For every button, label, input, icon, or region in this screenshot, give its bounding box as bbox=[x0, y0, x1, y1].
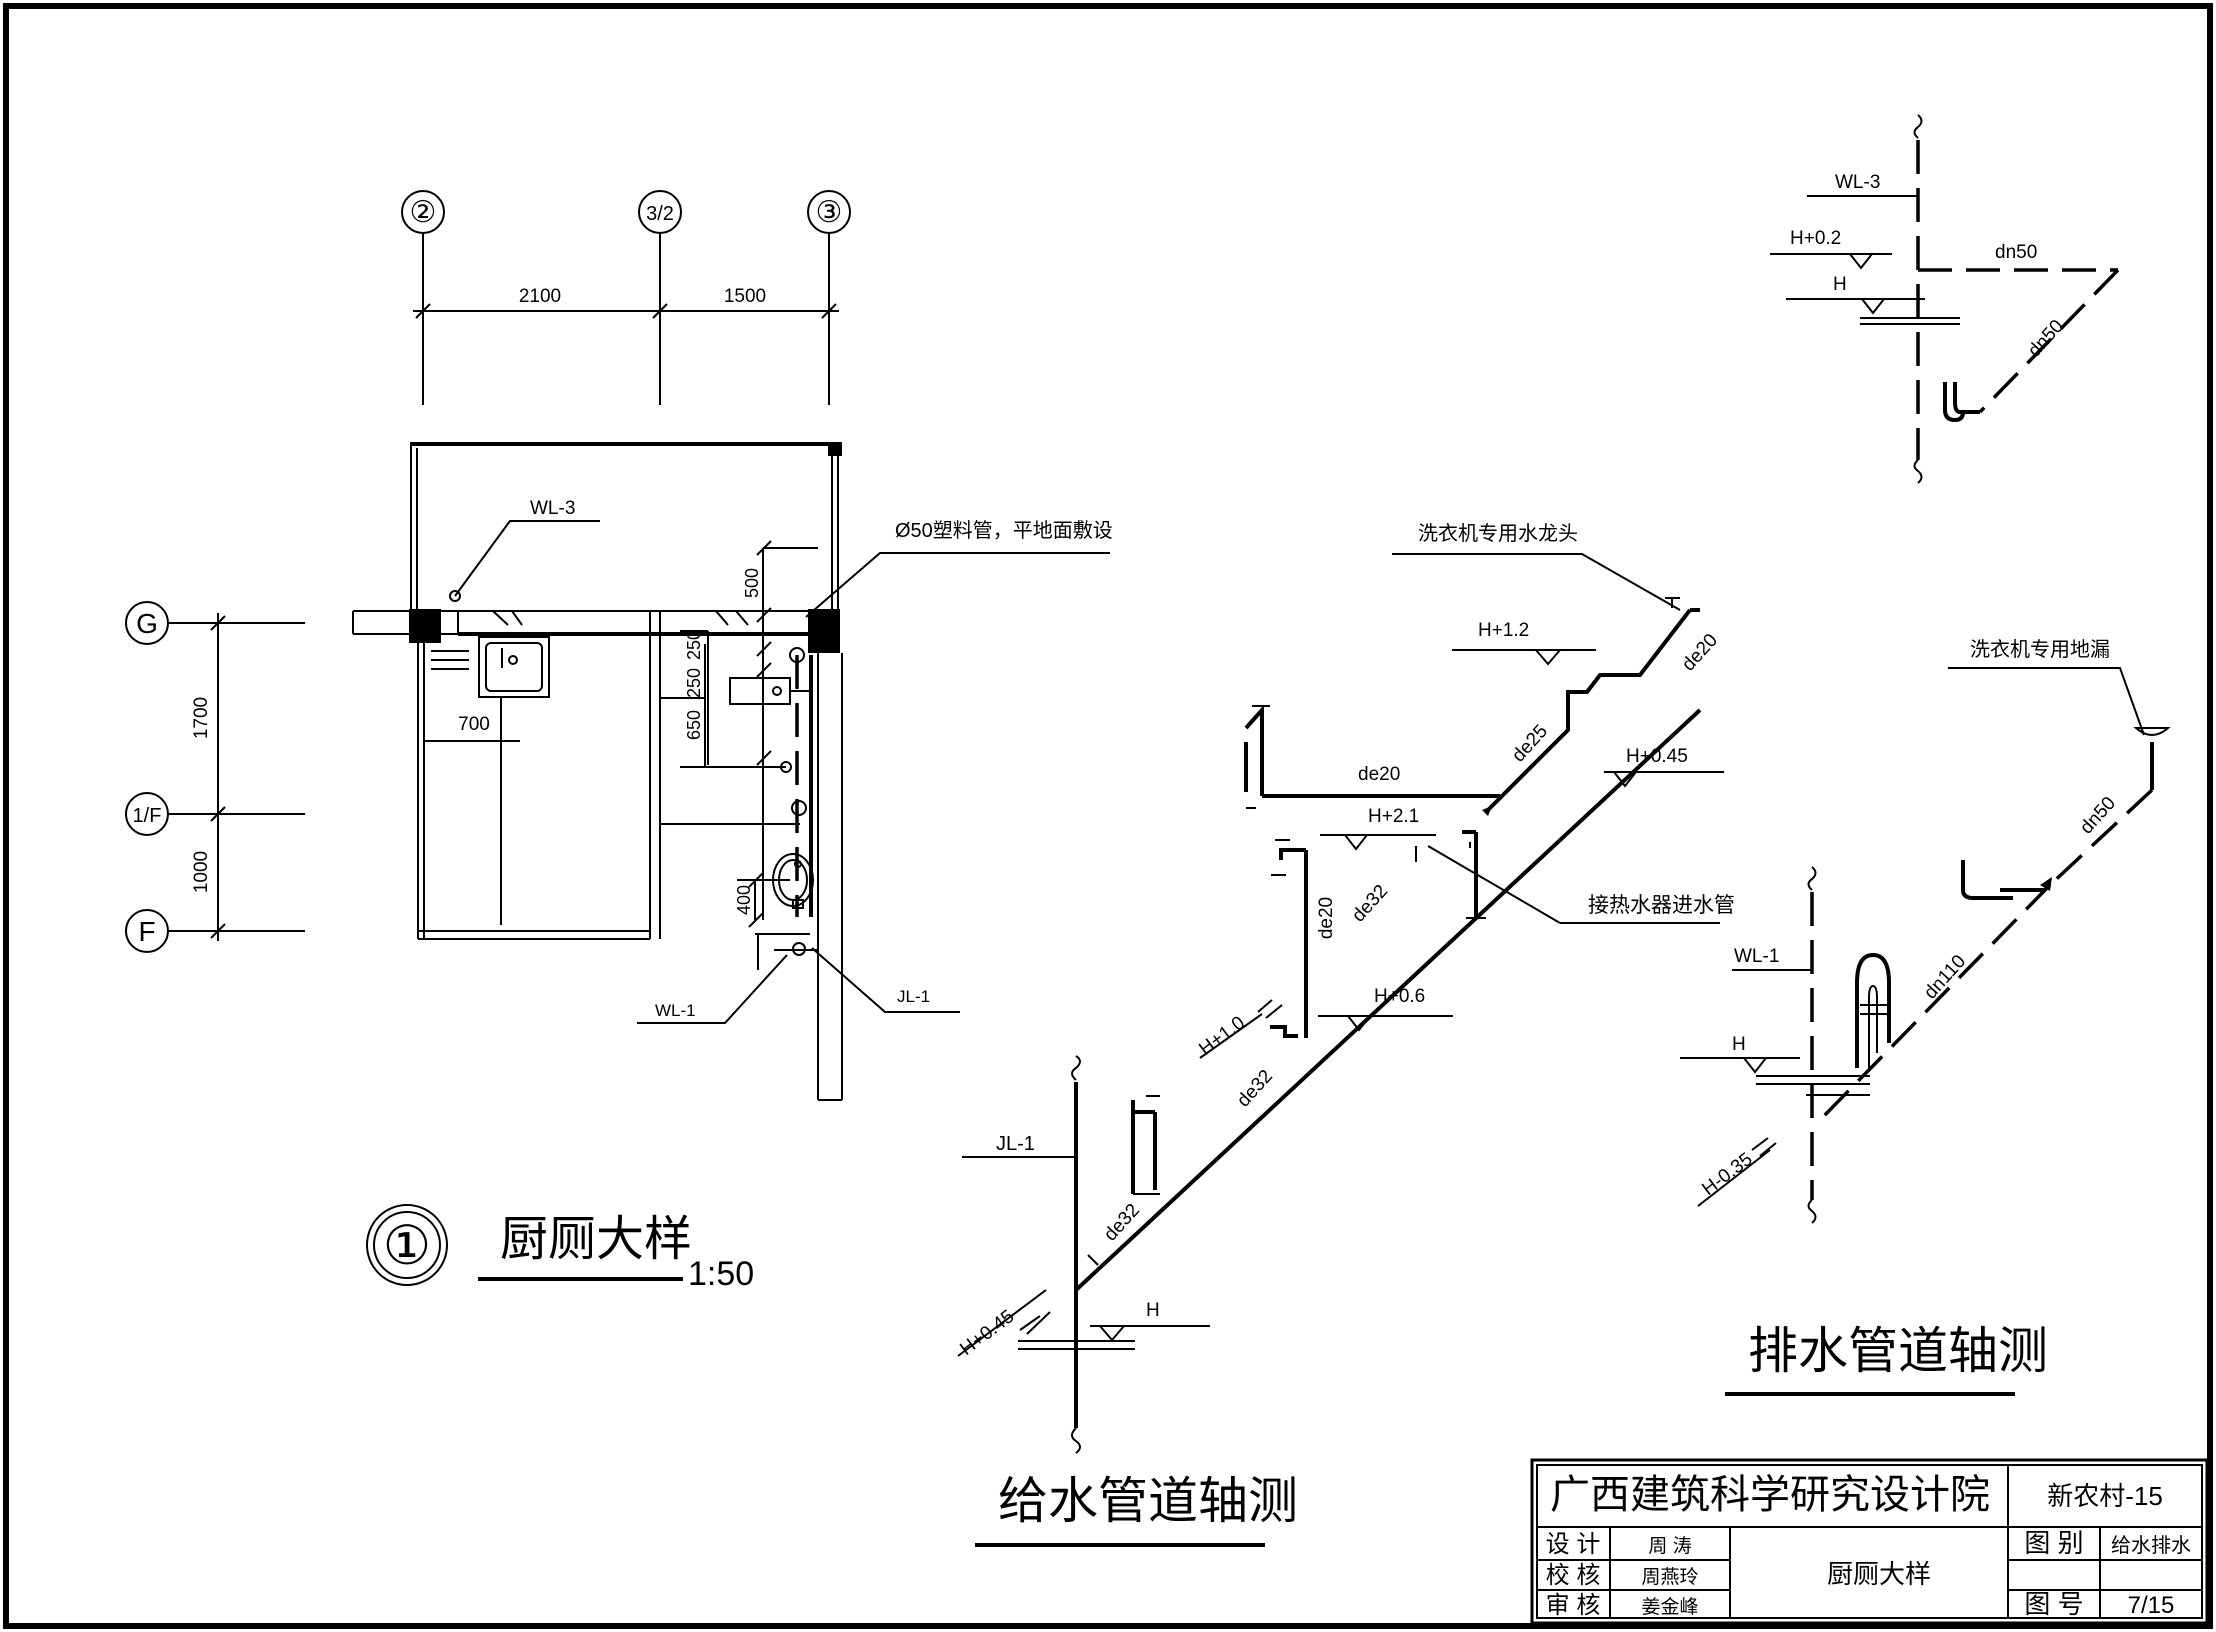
title-drawing-name: 厨厕大样 bbox=[1827, 1559, 1931, 1589]
sheet-border bbox=[3, 3, 2213, 1629]
drain-dn50-horizontal: dn50 bbox=[1995, 242, 2037, 263]
axis-bubble-3-2: 3/2 bbox=[646, 203, 674, 225]
title-project: 新农村-15 bbox=[2047, 1481, 2163, 1511]
supply-de32-low: de32 bbox=[1100, 1200, 1144, 1245]
drain-dn50-lower: dn50 bbox=[2076, 793, 2120, 838]
title-role-approve: 审 核 bbox=[1546, 1592, 1601, 1619]
supply-de32-upper: de32 bbox=[1348, 881, 1392, 926]
supply-de25: de25 bbox=[1508, 721, 1552, 766]
dim-650: 650 bbox=[684, 710, 704, 740]
dim-700: 700 bbox=[458, 714, 490, 735]
title-no-value: 7/15 bbox=[2128, 1592, 2175, 1619]
detail-number: ① bbox=[383, 1214, 431, 1277]
axis-bubble-g: G bbox=[136, 608, 158, 639]
drain-label-wl3: WL-3 bbox=[1835, 172, 1880, 193]
detail-title: 厨厕大样 bbox=[500, 1211, 692, 1267]
dim-500: 500 bbox=[742, 568, 762, 598]
kitchen-toilet-plan: ② 3/2 ③ 2100 1500 G 1/F F 1700 1000 bbox=[125, 190, 1113, 1293]
drain-floor-drain-label: 洗衣机专用地漏 bbox=[1970, 638, 2110, 661]
supply-de32-mid: de32 bbox=[1233, 1066, 1277, 1111]
dim-250b: 250 bbox=[684, 668, 704, 698]
supply-level-h12: H+1.2 bbox=[1478, 620, 1529, 641]
title-no-label: 图 号 bbox=[2024, 1589, 2083, 1619]
plan-label-wl1: WL-1 bbox=[655, 1001, 696, 1020]
supply-level-h045-low: H+0.45 bbox=[956, 1306, 1018, 1360]
supply-level-h045-high: H+0.45 bbox=[1626, 746, 1688, 767]
drain-title: 排水管道轴测 bbox=[1748, 1322, 2048, 1380]
dim-2100: 2100 bbox=[519, 286, 561, 307]
title-cat-label: 图 别 bbox=[2024, 1528, 2083, 1558]
water-supply-isometric: JL-1 H+0.45 H de32 de32 H+1.0 d bbox=[956, 522, 1735, 1547]
drain-level-h02: H+0.2 bbox=[1790, 228, 1841, 249]
supply-level-h21: H+2.1 bbox=[1368, 806, 1419, 827]
drainage-isometric: WL-3 H+0.2 H dn50 dn50 洗衣机专用地漏 dn50 dn11… bbox=[1680, 114, 2171, 1396]
plan-label-wl3: WL-3 bbox=[530, 498, 575, 519]
supply-de20-horizontal: de20 bbox=[1358, 764, 1400, 785]
drain-dn50-diagonal: dn50 bbox=[2024, 316, 2068, 361]
title-name-check: 周燕玲 bbox=[1641, 1566, 1698, 1588]
title-role-check: 校 核 bbox=[1546, 1562, 1601, 1589]
drain-dn110: dn110 bbox=[1920, 951, 1970, 1003]
title-name-design: 周 涛 bbox=[1648, 1535, 1691, 1557]
title-role-design: 设 计 bbox=[1546, 1531, 1601, 1558]
drain-level-h-035: H-0.35 bbox=[1698, 1149, 1756, 1200]
drain-level-h-low: H bbox=[1732, 1034, 1746, 1055]
detail-scale: 1:50 bbox=[688, 1255, 754, 1293]
axis-bubble-2: ② bbox=[410, 196, 437, 229]
supply-washer-tap-label: 洗衣机专用水龙头 bbox=[1418, 522, 1578, 545]
supply-de20-vertical: de20 bbox=[1316, 897, 1337, 939]
supply-heater-inlet-label: 接热水器进水管 bbox=[1588, 894, 1735, 917]
dim-1000: 1000 bbox=[191, 851, 212, 893]
dim-400: 400 bbox=[734, 885, 754, 915]
title-name-approve: 姜金峰 bbox=[1641, 1596, 1698, 1618]
plan-pipe-note: Ø50塑料管，平地面敷设 bbox=[895, 519, 1113, 542]
title-org: 广西建筑科学研究设计院 bbox=[1550, 1472, 1990, 1518]
supply-level-h10: H+1.0 bbox=[1195, 1012, 1249, 1060]
axis-bubble-3: ③ bbox=[816, 196, 843, 229]
supply-label-jl1: JL-1 bbox=[996, 1133, 1035, 1155]
dim-250a: 250 bbox=[684, 630, 704, 660]
supply-level-h06: H+0.6 bbox=[1374, 986, 1425, 1007]
title-block: 广西建筑科学研究设计院 新农村-15 设 计 校 核 审 核 周 涛 周燕玲 姜… bbox=[1530, 1458, 2209, 1625]
supply-level-h: H bbox=[1146, 1300, 1160, 1321]
dim-1700: 1700 bbox=[191, 697, 212, 739]
axis-bubble-f: F bbox=[138, 916, 155, 947]
axis-bubble-1-f: 1/F bbox=[133, 805, 162, 827]
supply-de20-top: de20 bbox=[1678, 630, 1722, 675]
plan-label-jl1: JL-1 bbox=[897, 987, 930, 1006]
title-cat-value: 给水排水 bbox=[2111, 1534, 2191, 1557]
drain-label-wl1: WL-1 bbox=[1734, 946, 1779, 967]
drain-level-h-top: H bbox=[1833, 274, 1847, 295]
supply-title: 给水管道轴测 bbox=[998, 1472, 1298, 1530]
dim-1500: 1500 bbox=[724, 286, 766, 307]
